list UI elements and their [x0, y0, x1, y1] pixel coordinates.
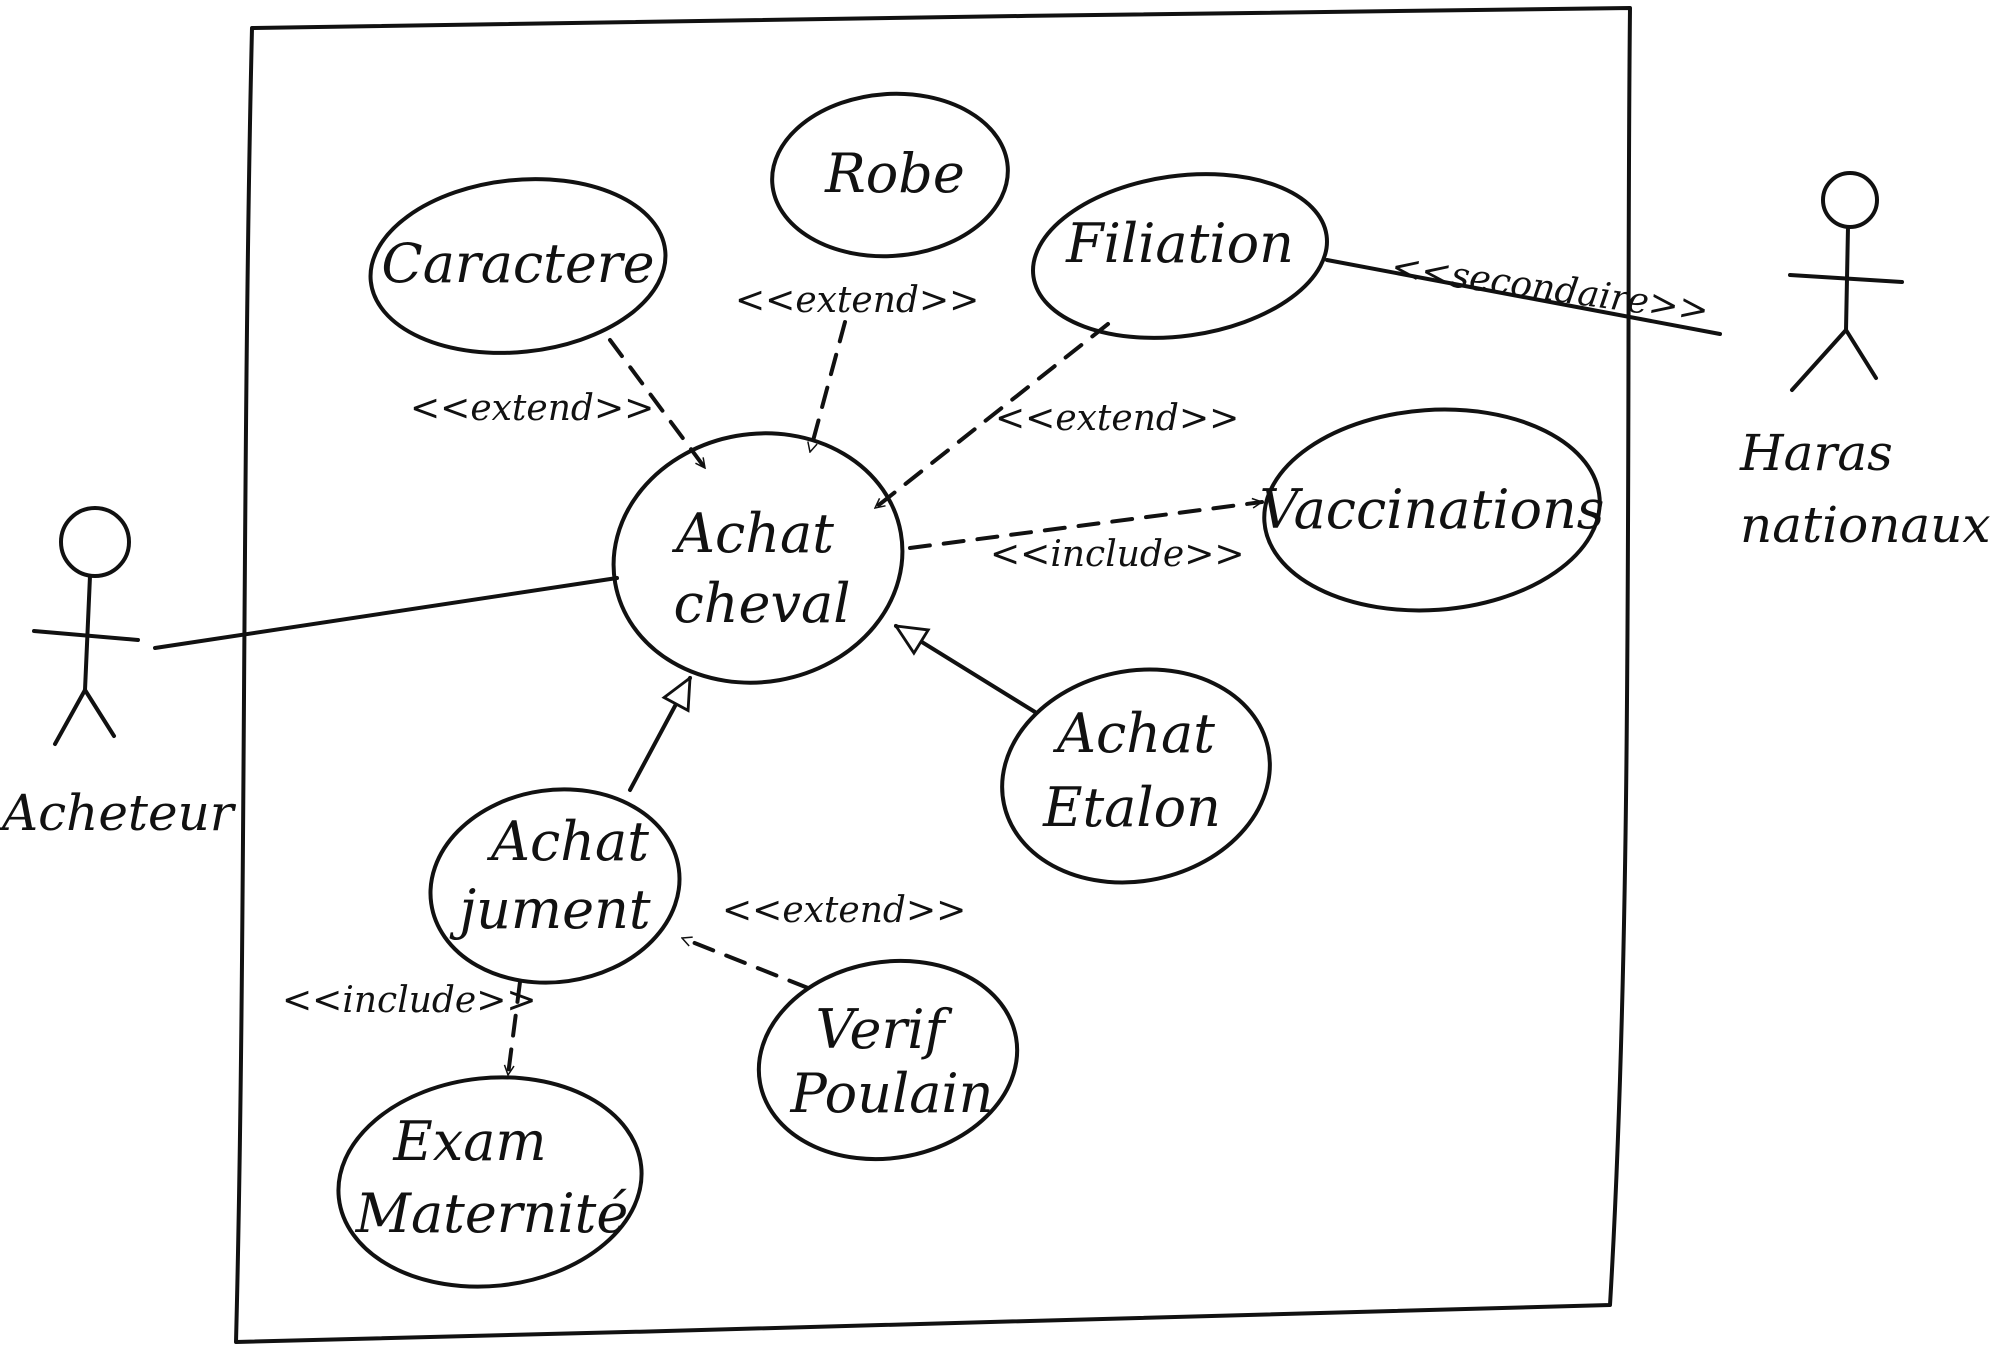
use-case-label-achat-jument-1: Achat: [486, 810, 649, 873]
actor-leg-left: [53, 688, 87, 746]
actor-head: [1821, 171, 1879, 229]
association-filiation-haras: [1325, 258, 1722, 336]
stereotype-haras-secondaire: <<secondaire>>: [1389, 246, 1712, 331]
actor-acheteur: Acheteur: [0, 506, 237, 842]
actor-body: [83, 574, 92, 692]
use-case-label-achat-etalon-2: Etalon: [1042, 776, 1221, 839]
use-case-label-achat-etalon-1: Achat: [1052, 702, 1215, 765]
stereotype-vaccinations-include: <<include>>: [990, 534, 1245, 575]
actor-leg-right: [83, 688, 116, 738]
use-case-label-vaccinations: Vaccinations: [1260, 478, 1605, 541]
actor-leg-left: [1790, 328, 1848, 392]
actor-leg-right: [1844, 328, 1878, 380]
stereotype-robe-extend: <<extend>>: [735, 280, 979, 321]
use-case-label-examen-maternite-2: Maternité: [355, 1182, 629, 1245]
actor-arms: [1788, 273, 1904, 284]
actor-head: [59, 506, 131, 578]
dependency-filiation-extend: [873, 322, 1110, 510]
stereotype-examen-include: <<include>>: [282, 980, 537, 1021]
use-case-label-achat-cheval-2: cheval: [674, 572, 851, 635]
dependency-caractere-extend: [608, 338, 707, 470]
actor-haras-nationaux: Haras nationaux: [1739, 171, 1991, 554]
association-acheteur-achat-cheval: [153, 576, 619, 650]
actor-arms: [32, 629, 140, 642]
stereotype-verif-poulain-extend: <<extend>>: [722, 890, 966, 931]
dependency-robe-extend: [810, 320, 847, 454]
use-case-verif-poulain: [756, 958, 1020, 1162]
use-case-label-robe: Robe: [824, 142, 965, 205]
use-case-filiation: [1031, 172, 1329, 340]
use-case-label-achat-cheval-1: Achat: [671, 502, 834, 565]
use-case-achat-etalon: [1000, 667, 1272, 885]
actor-label-haras: Haras: [1739, 424, 1893, 482]
use-case-robe: [770, 91, 1010, 259]
use-case-caractere: [368, 177, 668, 355]
use-case-achat-cheval: [611, 431, 905, 685]
use-case-label-achat-jument-2: jument: [449, 878, 650, 941]
use-case-label-verif-poulain-2: Poulain: [790, 1062, 994, 1125]
use-case-label-caractere: Caractere: [381, 232, 654, 295]
actor-label-nationaux: nationaux: [1740, 496, 1991, 554]
stereotype-caractere-extend: <<extend>>: [410, 388, 654, 429]
use-case-label-filiation: Filiation: [1065, 212, 1294, 275]
actor-label-acheteur: Acheteur: [0, 784, 237, 842]
use-case-vaccinations: [1262, 407, 1602, 613]
generalization-achat-etalon: [896, 624, 1037, 714]
dependency-achat-cheval-include-vaccinations: [908, 502, 1264, 550]
use-case-label-verif-poulain-1: Verif: [815, 998, 952, 1061]
use-case-label-examen-maternite-1: Exam: [392, 1110, 546, 1173]
generalization-achat-jument: [628, 678, 692, 792]
use-case-examen-maternite: [336, 1075, 644, 1289]
dependency-achat-jument-include-examen: [508, 980, 522, 1077]
stereotype-filiation-extend: <<extend>>: [995, 398, 1239, 439]
dependency-verif-poulain-extend: [680, 936, 810, 990]
system-boundary: [234, 6, 1632, 1344]
use-case-achat-jument: [428, 787, 682, 985]
